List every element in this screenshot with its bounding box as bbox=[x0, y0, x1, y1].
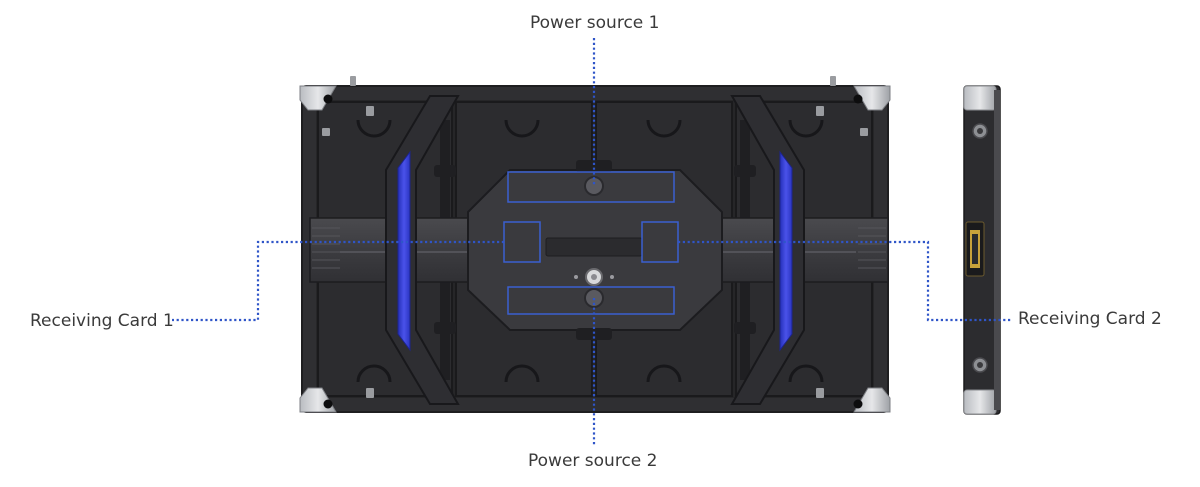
beam-ribs bbox=[312, 227, 886, 269]
power-source-2-label: Power source 2 bbox=[528, 451, 658, 471]
receiving-card-1-label: Receiving Card 1 bbox=[30, 311, 174, 331]
leader-lines bbox=[172, 38, 1012, 446]
leader-receiving-card-2 bbox=[678, 240, 1012, 322]
power-connector-1 bbox=[584, 176, 604, 196]
power-source-2-box bbox=[507, 286, 675, 315]
side-connector bbox=[965, 221, 985, 277]
right-handle-blue-accent bbox=[779, 150, 793, 352]
power-source-1-label: Power source 1 bbox=[530, 13, 660, 33]
left-handle bbox=[385, 95, 460, 405]
receiving-card-2-label: Receiving Card 2 bbox=[1018, 309, 1162, 329]
right-handle bbox=[730, 95, 805, 405]
leader-receiving-card-1 bbox=[172, 240, 504, 322]
left-handle-blue-accent bbox=[397, 150, 411, 352]
cabinet-side-view bbox=[963, 85, 1001, 415]
frame-screws bbox=[322, 76, 868, 398]
cabinet-rear-view bbox=[299, 76, 891, 413]
power-source-1-box bbox=[507, 171, 675, 203]
corner-brackets bbox=[299, 85, 891, 413]
module-latches bbox=[356, 119, 824, 383]
